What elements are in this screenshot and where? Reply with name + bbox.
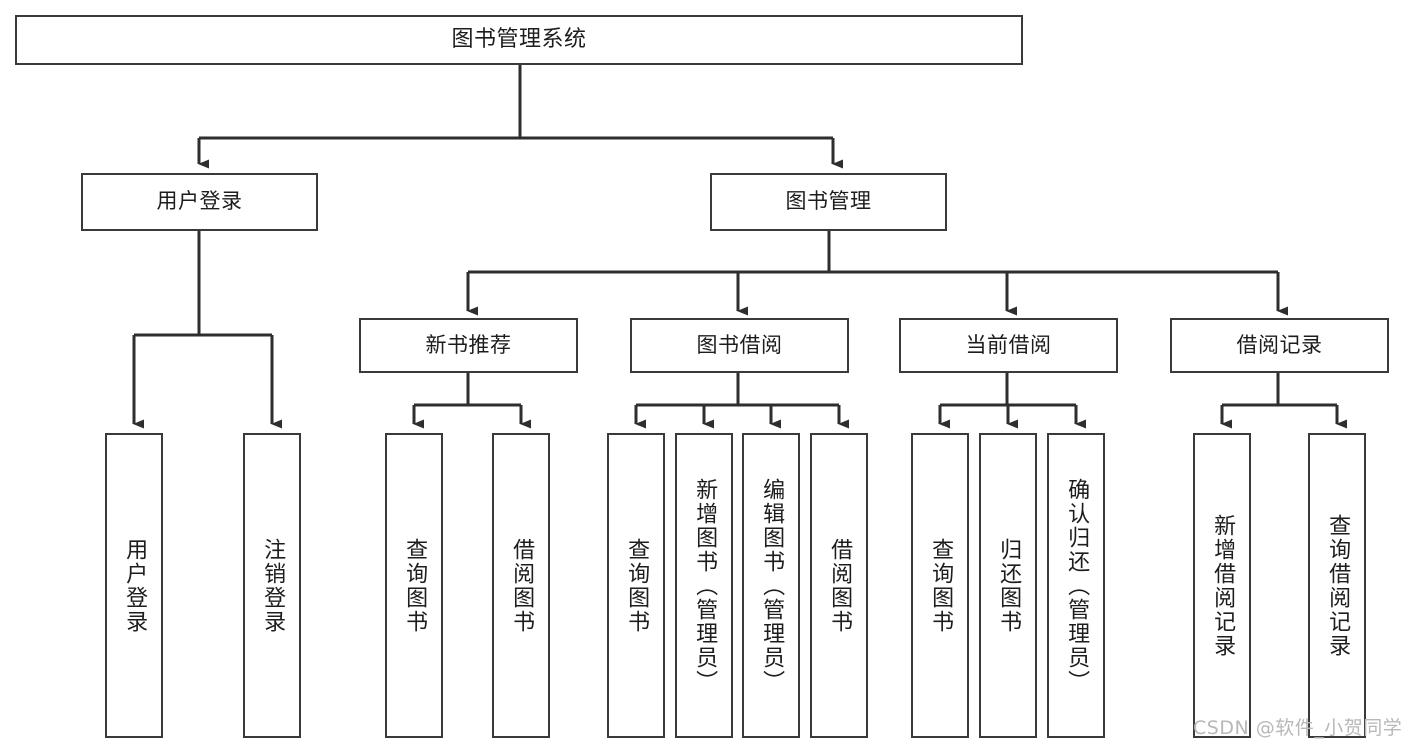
leaf-label: 借阅图书 xyxy=(509,537,535,634)
node-borrow-record[interactable]: 借阅记录 xyxy=(1170,318,1389,373)
leaf-current-query-book[interactable]: 查询图书 xyxy=(911,433,969,738)
node-new-book-recommend-label: 新书推荐 xyxy=(425,332,512,357)
node-root[interactable]: 图书管理系统 xyxy=(15,15,1023,65)
leaf-label: 查询图书 xyxy=(402,537,428,634)
leaf-borrow-edit-book-admin[interactable]: 编辑图书（管理员） xyxy=(742,433,800,738)
leaf-borrow-query-book[interactable]: 查询图书 xyxy=(607,433,665,738)
leaf-new-book-borrow-book[interactable]: 借阅图书 xyxy=(492,433,550,738)
leaf-label: 归还图书 xyxy=(996,537,1022,634)
leaf-label: 确认归还（管理员） xyxy=(1064,477,1090,694)
leaf-label: 借阅图书 xyxy=(827,537,853,634)
leaf-label: 新增图书（管理员） xyxy=(692,477,718,694)
leaf-borrow-borrow-book[interactable]: 借阅图书 xyxy=(810,433,868,738)
node-user-login-label: 用户登录 xyxy=(156,189,243,214)
leaf-label: 用户登录 xyxy=(122,537,148,634)
node-user-login[interactable]: 用户登录 xyxy=(81,173,318,231)
leaf-label: 查询图书 xyxy=(928,537,954,634)
leaf-user-login-do-login[interactable]: 用户登录 xyxy=(105,433,163,738)
leaf-borrow-add-book-admin[interactable]: 新增图书（管理员） xyxy=(675,433,733,738)
leaf-label: 注销登录 xyxy=(260,537,286,634)
node-book-management[interactable]: 图书管理 xyxy=(710,173,947,231)
node-root-label: 图书管理系统 xyxy=(451,26,587,52)
node-current-borrow[interactable]: 当前借阅 xyxy=(899,318,1118,373)
node-book-borrow[interactable]: 图书借阅 xyxy=(630,318,849,373)
leaf-record-add-record[interactable]: 新增借阅记录 xyxy=(1193,433,1251,738)
node-borrow-record-label: 借阅记录 xyxy=(1236,332,1323,357)
leaf-new-book-query-book[interactable]: 查询图书 xyxy=(385,433,443,738)
leaf-current-return-book[interactable]: 归还图书 xyxy=(979,433,1037,738)
node-book-borrow-label: 图书借阅 xyxy=(696,332,783,357)
leaf-record-query-record[interactable]: 查询借阅记录 xyxy=(1308,433,1366,738)
leaf-label: 编辑图书（管理员） xyxy=(759,477,785,694)
leaf-current-confirm-return-admin[interactable]: 确认归还（管理员） xyxy=(1047,433,1105,738)
node-new-book-recommend[interactable]: 新书推荐 xyxy=(359,318,578,373)
leaf-label: 查询借阅记录 xyxy=(1325,513,1351,658)
watermark: CSDN @软件_小贺同学 xyxy=(1193,717,1403,739)
node-current-borrow-label: 当前借阅 xyxy=(965,332,1052,357)
node-book-management-label: 图书管理 xyxy=(785,189,872,214)
leaf-user-login-logout[interactable]: 注销登录 xyxy=(243,433,301,738)
leaf-label: 查询图书 xyxy=(624,537,650,634)
leaf-label: 新增借阅记录 xyxy=(1210,513,1236,658)
